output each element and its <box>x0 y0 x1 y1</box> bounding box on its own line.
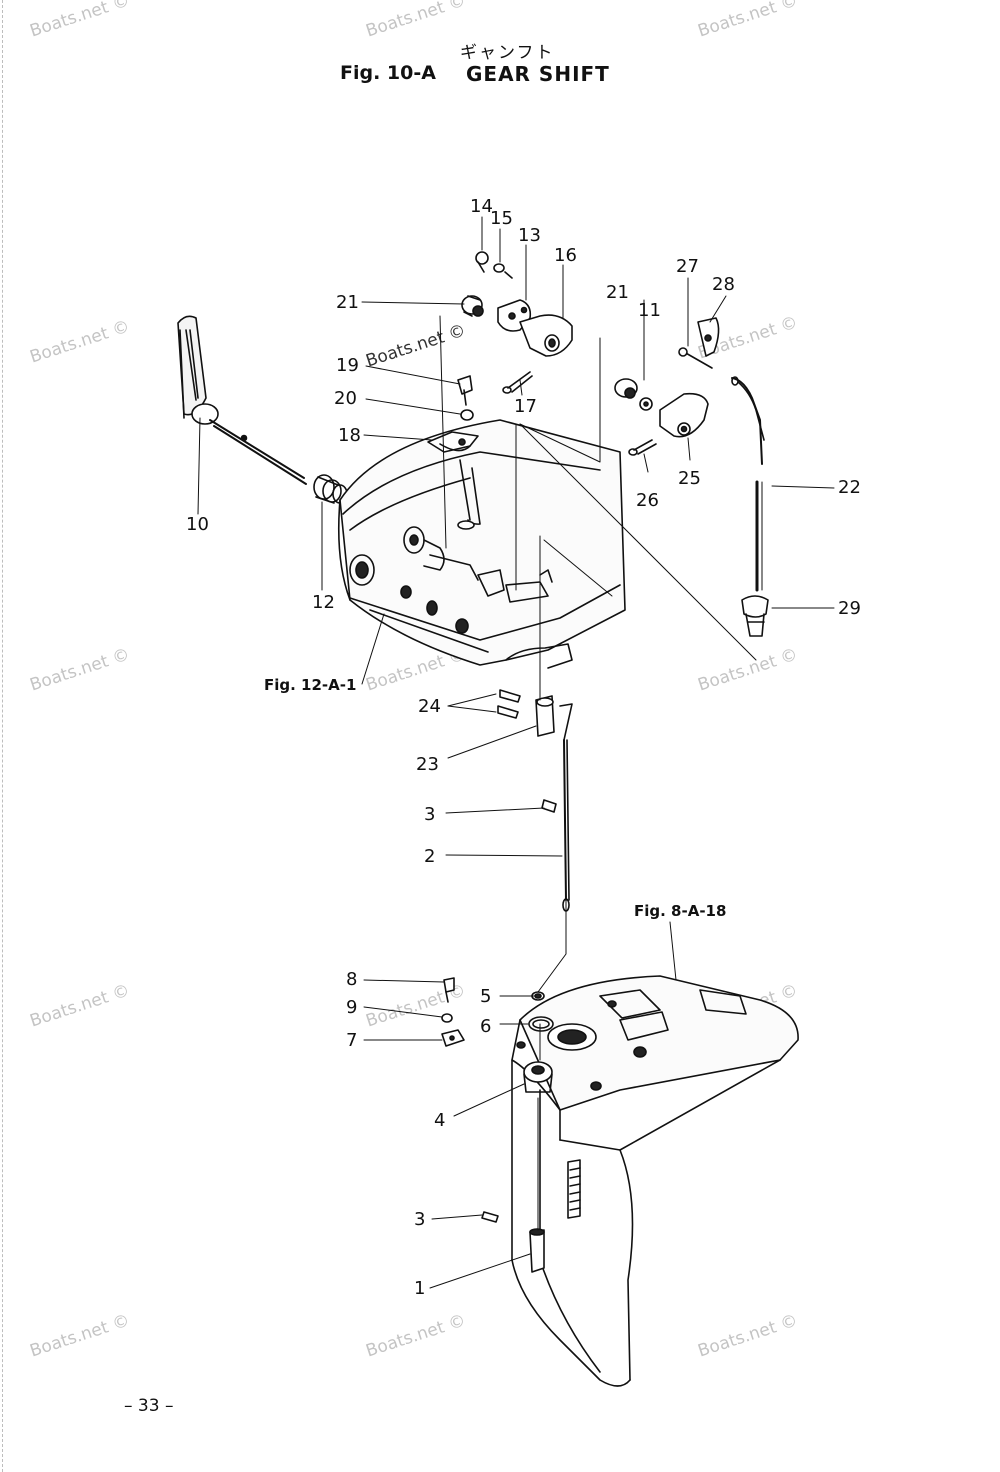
figure-ref-drive-shaft-housing: Fig. 8-A-18 <box>634 902 727 920</box>
callout-10: 10 <box>186 514 209 535</box>
callout-12: 12 <box>312 592 335 613</box>
callout-6: 6 <box>480 1016 492 1037</box>
callout-11: 11 <box>638 300 661 321</box>
shift-handle-part <box>178 316 306 484</box>
callout-3: 3 <box>424 804 436 825</box>
callout-22: 22 <box>838 477 861 498</box>
grommet-part <box>742 596 768 636</box>
callout-17: 17 <box>514 396 537 417</box>
figure-number: Fig. 10-A <box>340 62 436 84</box>
callout-21: 21 <box>336 292 359 313</box>
shift-rod-guide-part <box>524 1062 552 1092</box>
figure-ref-bottom-cowl: Fig. 12-A-1 <box>264 676 357 694</box>
callout-28: 28 <box>712 274 735 295</box>
figure-title: GEAR SHIFT <box>466 62 610 86</box>
callout-20: 20 <box>334 388 357 409</box>
callout-2: 2 <box>424 846 436 867</box>
callout-23: 23 <box>416 754 439 775</box>
callout-16: 16 <box>554 245 577 266</box>
shift-rod-joint-part <box>498 690 554 736</box>
shift-rod-part <box>542 704 572 911</box>
callout-5: 5 <box>480 986 492 1007</box>
callout-15: 15 <box>490 208 513 229</box>
callout-18: 18 <box>338 425 361 446</box>
cotter-pin-part <box>503 372 532 393</box>
shift-rod-clamp-part <box>428 376 478 452</box>
bottom-cowl-part <box>339 420 625 668</box>
right-linkage-part <box>615 318 719 455</box>
page-edge-rule <box>2 0 3 1472</box>
small-fastener-part <box>442 978 464 1046</box>
callout-1: 1 <box>414 1278 426 1299</box>
page-number: – 33 – <box>124 1396 174 1416</box>
callout-19: 19 <box>336 355 359 376</box>
callout-14: 14 <box>470 196 493 217</box>
callout-9: 9 <box>346 997 358 1018</box>
leader-lines <box>198 217 834 1288</box>
figure-title-kana: ギャンフト <box>460 43 555 63</box>
callout-7: 7 <box>346 1030 358 1051</box>
callout-29: 29 <box>838 598 861 619</box>
callout-24: 24 <box>418 696 441 717</box>
callout-13: 13 <box>518 225 541 246</box>
callout-26: 26 <box>636 490 659 511</box>
shift-lever-bracket-part <box>462 252 572 356</box>
callout-4: 4 <box>434 1110 446 1131</box>
callout-3: 3 <box>414 1209 426 1230</box>
drive-shaft-housing-part <box>512 976 798 1386</box>
callout-27: 27 <box>676 256 699 277</box>
callout-8: 8 <box>346 969 358 990</box>
shift-rod-upper-part <box>732 377 764 590</box>
bushing-lower-part <box>482 1212 544 1272</box>
callout-21: 21 <box>606 282 629 303</box>
callout-25: 25 <box>678 468 701 489</box>
